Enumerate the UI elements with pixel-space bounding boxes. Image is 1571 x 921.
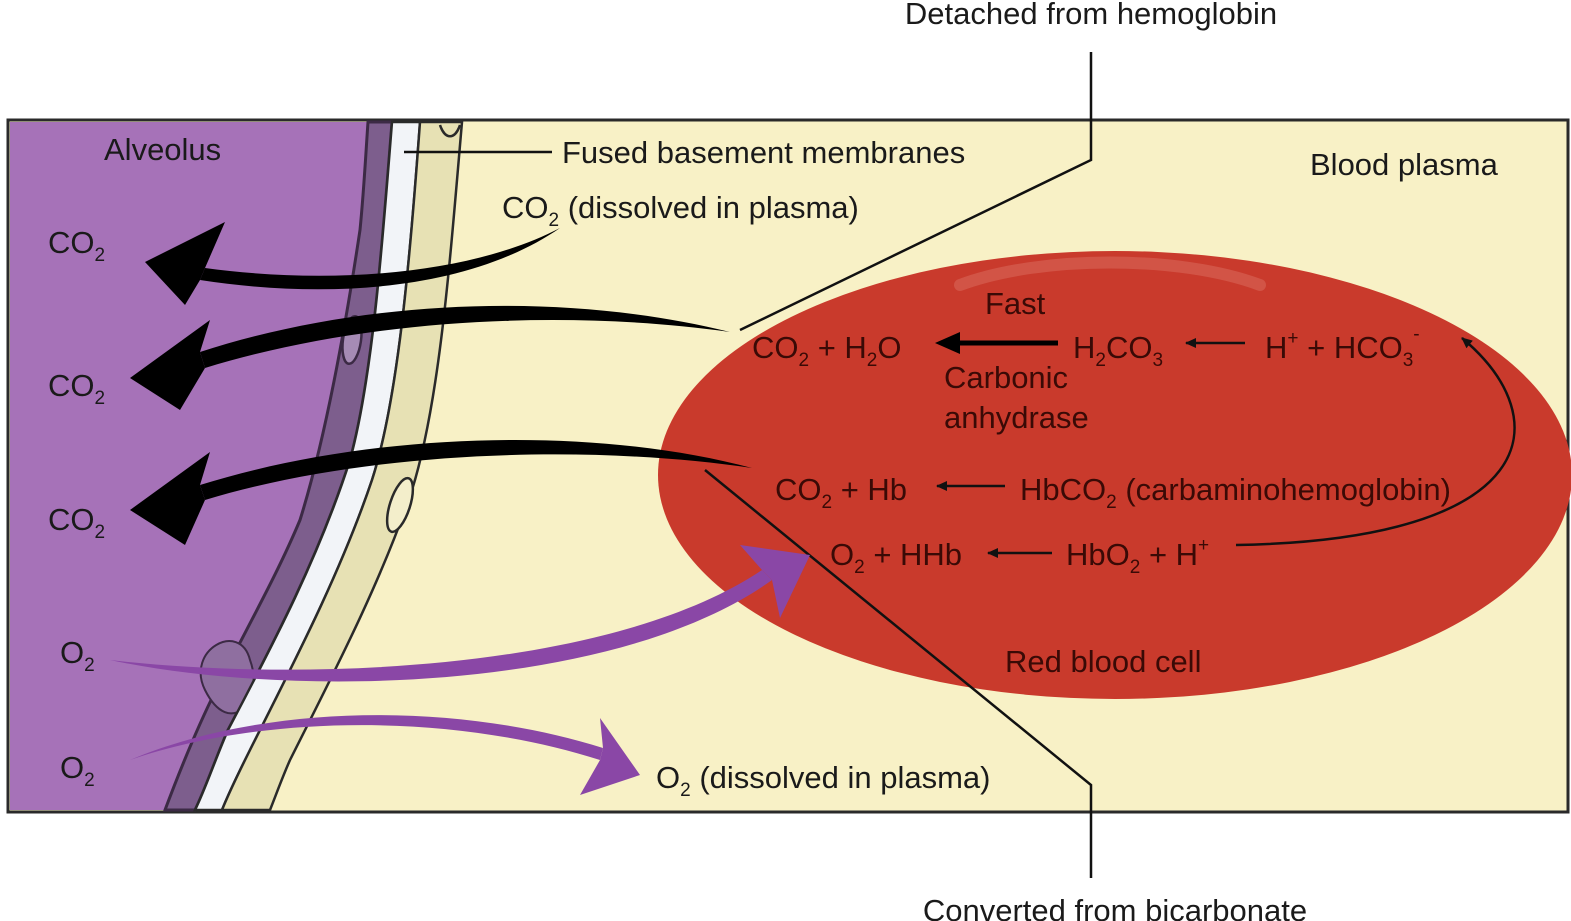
eq-co2-hb: CO2 + Hb	[775, 472, 907, 513]
co2-dissolved-label: CO2 (dissolved in plasma)	[502, 190, 859, 231]
anhydrase-label: anhydrase	[944, 400, 1089, 435]
top-callout-label: Detached from hemoglobin	[905, 0, 1277, 31]
eq-carbonic-acid: H2CO3	[1073, 330, 1163, 371]
red-blood-cell-label: Red blood cell	[1005, 644, 1201, 679]
fast-label: Fast	[985, 286, 1046, 321]
alveolus-co2-label-1: CO2	[48, 225, 105, 266]
bottom-callout-line	[704, 469, 1093, 878]
o2-dissolved-label: O2 (dissolved in plasma)	[656, 760, 991, 801]
rbc-highlight	[954, 256, 1266, 291]
fast-reaction-arrowhead	[935, 332, 960, 354]
blood-plasma-label: Blood plasma	[1310, 147, 1499, 182]
eq-oxyhemoglobin-proton: HbO2 + H+	[1066, 535, 1209, 578]
eq-carbaminohemoglobin: HbCO2 (carbaminohemoglobin)	[1020, 472, 1451, 513]
endothelial-nucleus	[385, 476, 415, 534]
alveolus-co2-label-3: CO2	[48, 502, 105, 543]
co2-arrow-1	[145, 222, 560, 305]
alveolus-label: Alveolus	[104, 132, 221, 167]
alveolar-cell-bulge	[199, 640, 255, 715]
bottom-callout-label: Converted from bicarbonate	[923, 893, 1307, 921]
membrane-label: Fused basement membranes	[562, 135, 965, 170]
alveolus-o2-label-1: O2	[60, 635, 95, 676]
endothelial-fold	[438, 124, 462, 138]
co2-arrow-3	[130, 439, 752, 545]
top-callout-line	[739, 52, 1093, 332]
o2-arrow-1	[110, 545, 810, 682]
alveolus-co2-label-2: CO2	[48, 368, 105, 409]
carbonic-label: Carbonic	[944, 360, 1068, 395]
eq-co2-water: CO2 + H2O	[752, 330, 902, 371]
proton-recycle-arrow	[1235, 337, 1516, 547]
eq-o2-hhb: O2 + HHb	[830, 537, 962, 578]
o2-arrow-2	[130, 715, 640, 795]
alveolus-o2-label-2: O2	[60, 750, 95, 791]
eq-proton-bicarbonate: H+ + HCO3-	[1265, 324, 1420, 371]
red-blood-cell	[658, 251, 1571, 699]
co2-arrow-2	[130, 305, 730, 410]
capillary-endothelium	[220, 120, 464, 812]
